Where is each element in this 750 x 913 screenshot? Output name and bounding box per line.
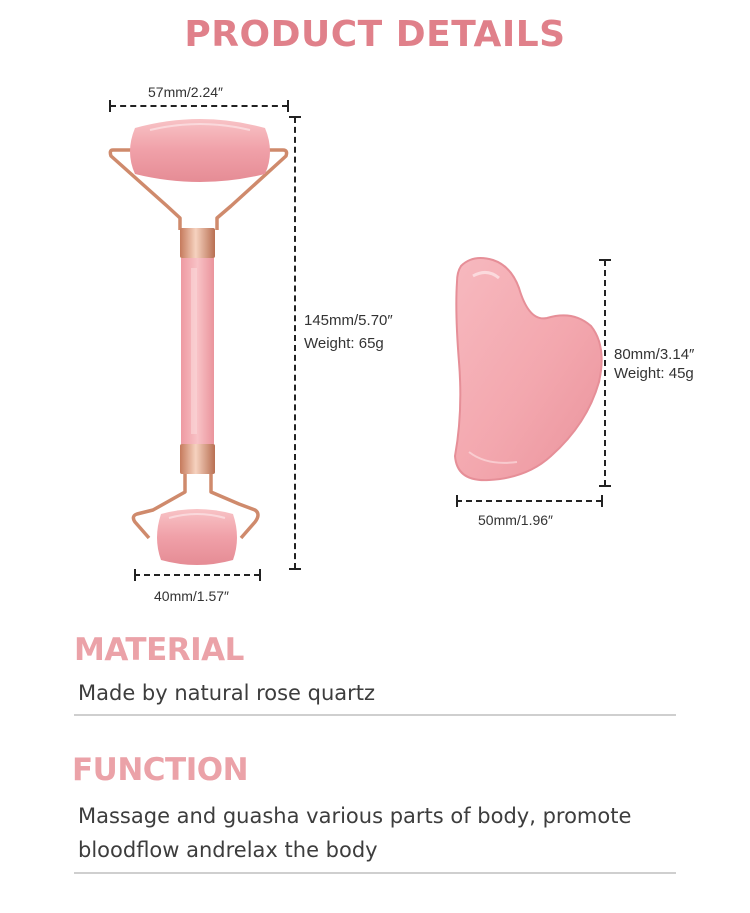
gua-sha-image — [453, 257, 603, 482]
function-heading: FUNCTION — [72, 752, 249, 788]
roller-small-width-dimension-line — [134, 574, 260, 576]
roller-width-dimension-line — [110, 105, 288, 107]
page-title: PRODUCT DETAILS — [184, 14, 566, 55]
function-text-line1: Massage and guasha various parts of body… — [78, 804, 632, 828]
function-divider — [74, 872, 676, 874]
roller-width-tick-left — [109, 100, 111, 112]
jade-roller-image — [108, 119, 289, 565]
guasha-height-label: 80mm/3.14″ — [614, 346, 695, 363]
roller-length-tick-bottom — [289, 568, 301, 570]
roller-small-width-label: 40mm/1.57″ — [154, 588, 229, 604]
roller-small-width-tick-left — [134, 569, 136, 581]
roller-width-label: 57mm/2.24″ — [148, 84, 223, 100]
roller-weight-label: Weight: 65g — [304, 335, 384, 352]
roller-width-tick-right — [287, 100, 289, 112]
function-text-line2: bloodflow andrelax the body — [78, 838, 378, 862]
roller-length-label: 145mm/5.70″ — [304, 312, 393, 329]
guasha-width-tick-left — [456, 495, 458, 507]
guasha-width-dimension-line — [456, 500, 602, 502]
material-divider — [74, 714, 676, 716]
guasha-weight-label: Weight: 45g — [614, 365, 694, 382]
roller-length-dimension-line — [294, 117, 296, 569]
guasha-height-tick-top — [599, 259, 611, 261]
roller-length-tick-top — [289, 116, 301, 118]
guasha-height-dimension-line — [604, 260, 606, 486]
guasha-height-tick-bottom — [599, 485, 611, 487]
guasha-width-tick-right — [601, 495, 603, 507]
roller-small-width-tick-right — [259, 569, 261, 581]
material-text: Made by natural rose quartz — [78, 681, 376, 705]
guasha-width-label: 50mm/1.96″ — [478, 512, 553, 528]
material-heading: MATERIAL — [74, 632, 244, 668]
